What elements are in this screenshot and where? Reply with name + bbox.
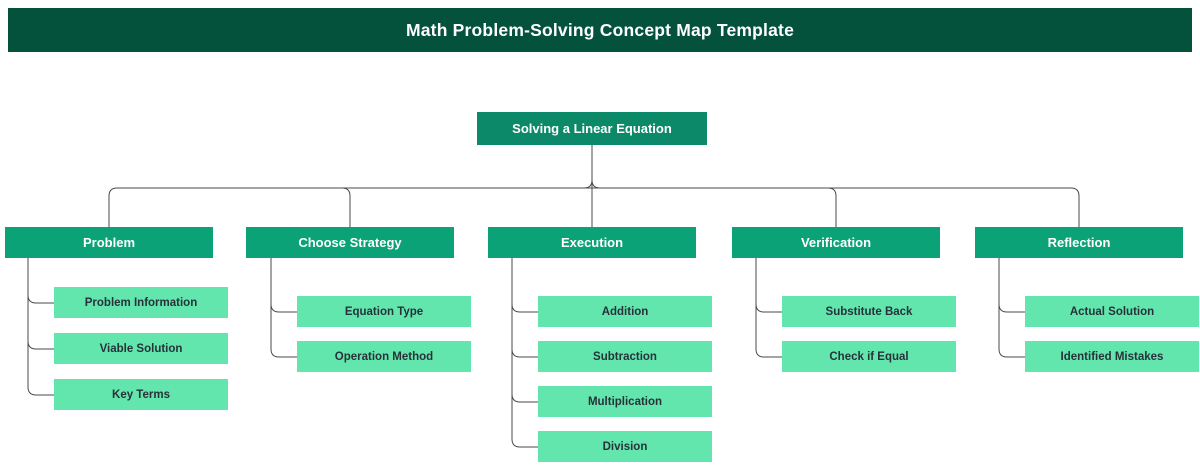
leaf-node-check-if-equal[interactable]: Check if Equal: [782, 341, 956, 372]
page-title-banner: Math Problem-Solving Concept Map Templat…: [8, 8, 1192, 52]
leaf-node-problem-information[interactable]: Problem Information: [54, 287, 228, 318]
leaf-node-substitute-back[interactable]: Substitute Back: [782, 296, 956, 327]
leaf-node-multiplication[interactable]: Multiplication: [538, 386, 712, 417]
leaf-node-viable-solution[interactable]: Viable Solution: [54, 333, 228, 364]
leaf-node-identified-mistakes[interactable]: Identified Mistakes: [1025, 341, 1199, 372]
branch-node-verification[interactable]: Verification: [732, 227, 940, 258]
leaf-node-operation-method[interactable]: Operation Method: [297, 341, 471, 372]
leaf-node-equation-type[interactable]: Equation Type: [297, 296, 471, 327]
leaf-node-addition[interactable]: Addition: [538, 296, 712, 327]
root-node[interactable]: Solving a Linear Equation: [477, 112, 707, 145]
page-title: Math Problem-Solving Concept Map Templat…: [405, 19, 795, 40]
branch-node-execution[interactable]: Execution: [488, 227, 696, 258]
branch-node-problem[interactable]: Problem: [5, 227, 213, 258]
leaf-node-division[interactable]: Division: [538, 431, 712, 462]
leaf-node-subtraction[interactable]: Subtraction: [538, 341, 712, 372]
branch-node-reflection[interactable]: Reflection: [975, 227, 1183, 258]
leaf-node-key-terms[interactable]: Key Terms: [54, 379, 228, 410]
leaf-node-actual-solution[interactable]: Actual Solution: [1025, 296, 1199, 327]
branch-node-choose-strategy[interactable]: Choose Strategy: [246, 227, 454, 258]
